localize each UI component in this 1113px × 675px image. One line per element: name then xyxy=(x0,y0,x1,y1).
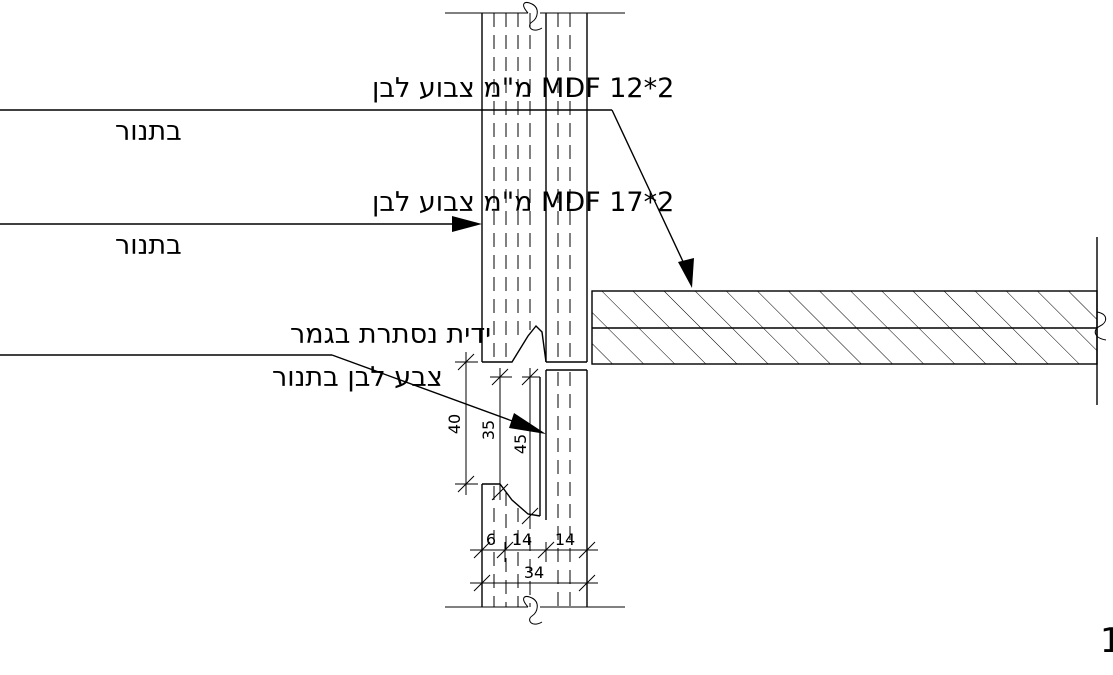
dim-34: 34 xyxy=(524,563,544,582)
dim-14-b: 14 xyxy=(555,530,575,549)
dim-14-a: 14 xyxy=(512,530,532,549)
dim-6: 6 xyxy=(486,530,496,549)
dim-40: 40 xyxy=(445,414,464,434)
bottom-break-line xyxy=(445,595,625,625)
leader-mdf17 xyxy=(0,216,482,232)
note-mdf17-line2: בתנור xyxy=(115,230,182,261)
note-mdf17-line1: MDF 17*2 מ"מ צבוע לבן xyxy=(372,187,674,218)
leader-mdf12 xyxy=(0,109,694,288)
dim-45: 45 xyxy=(511,434,530,454)
note-mdf12-line2: בתנור xyxy=(115,116,182,147)
dimension-lines xyxy=(455,352,598,592)
note-mdf12-line1: MDF 12*2 מ"מ צבוע לבן xyxy=(372,73,674,104)
detail-title: פרט 9 - קנ"מ 1:5 xyxy=(1100,621,1113,661)
top-break-line xyxy=(445,1,625,31)
note-handle-line1: ידית נסתרת בגמר xyxy=(290,319,491,350)
vertical-panel-upper xyxy=(481,13,588,363)
note-handle-line2: צבע לבן בתנור xyxy=(272,362,443,393)
dim-35: 35 xyxy=(479,420,498,440)
leader-handle xyxy=(0,354,546,434)
horizontal-shelf xyxy=(591,237,1107,405)
